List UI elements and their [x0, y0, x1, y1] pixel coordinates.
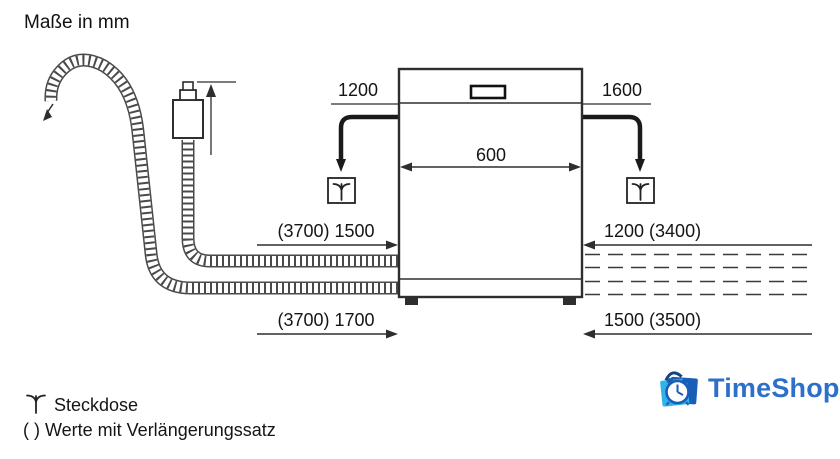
dim-label-width: 600	[475, 145, 507, 165]
power-cord-left	[331, 103, 398, 172]
dim-label-bottom-right: 1500 (3500)	[604, 310, 702, 330]
socket-right	[626, 177, 655, 204]
width-dimension-arrow	[400, 162, 581, 172]
tap-fitting	[179, 89, 197, 101]
supply-hose	[181, 140, 398, 268]
socket-icon	[26, 394, 46, 414]
drain-hose	[43, 53, 398, 295]
dim-label-mid-right: 1200 (3400)	[604, 221, 702, 241]
dimension-line-bottom-right	[583, 329, 812, 339]
brand-watermark: TimeShop	[655, 364, 840, 412]
socket-icon	[332, 183, 351, 201]
socket-icon	[631, 183, 650, 201]
alarm-clock-icon	[665, 378, 690, 406]
dim-label-cord-right: 1600	[601, 80, 643, 100]
dim-label-mid-left: (3700) 1500	[277, 221, 375, 241]
dishwasher	[397, 67, 584, 305]
shopping-bag-icon	[660, 371, 698, 407]
dimension-line-bottom-left	[257, 329, 398, 339]
tap-cap	[182, 81, 194, 91]
appliance-foot-right	[563, 297, 576, 305]
dim-label-cord-left: 1200	[337, 80, 379, 100]
control-panel	[469, 84, 507, 100]
page-title: Maße in mm	[24, 12, 130, 33]
dimension-line-mid-left	[257, 240, 398, 250]
legend-extension-note: ( ) Werte mit Verlängerungssatz	[23, 420, 276, 440]
socket-left	[327, 177, 356, 204]
drain-outlet-arrow	[43, 103, 54, 121]
dimension-line-mid-right	[583, 240, 812, 250]
dim-label-bottom-left: (3700) 1700	[277, 310, 375, 330]
aquastop-valve	[172, 81, 204, 139]
legend-socket-label: Steckdose	[54, 395, 139, 415]
appliance-foot-left	[405, 297, 418, 305]
power-cord-right	[583, 103, 651, 172]
brand-name: TimeShop	[708, 372, 840, 403]
hose-continuation-dashed	[585, 253, 810, 296]
connection-height-arrow	[197, 81, 236, 155]
